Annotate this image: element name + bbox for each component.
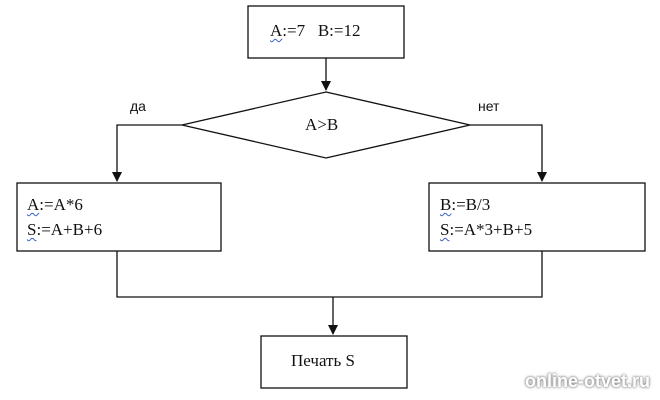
decision-diamond bbox=[181, 91, 471, 159]
right-line1-var: B bbox=[440, 195, 452, 214]
arrow-no-branch bbox=[470, 124, 547, 182]
print-box-text: Печать S bbox=[291, 351, 355, 370]
merge-line bbox=[116, 251, 543, 298]
print-output-box bbox=[260, 335, 408, 389]
start-b-assign: B:=12 bbox=[317, 21, 361, 40]
right-process-box bbox=[428, 182, 646, 252]
start-a-var: A bbox=[270, 21, 283, 40]
arrow-yes-branch bbox=[112, 124, 182, 182]
decision-condition: A>B bbox=[305, 115, 339, 134]
left-process-box bbox=[16, 182, 222, 252]
left-line2-rest: :=A+B+6 bbox=[36, 220, 103, 239]
left-line1-var: A bbox=[27, 195, 40, 214]
right-line2-var: S bbox=[440, 220, 450, 239]
right-line1-rest: :=B/3 bbox=[451, 195, 491, 214]
start-a-assign: :=7 bbox=[282, 21, 306, 40]
yes-branch-label: да bbox=[130, 98, 146, 114]
left-box-line-2: S:=A+B+6 bbox=[27, 219, 102, 240]
left-line1-rest: :=A*6 bbox=[39, 195, 83, 214]
right-box-line-2: S:=A*3+B+5 bbox=[440, 219, 532, 240]
site-watermark: online-otvet.ru bbox=[525, 371, 650, 391]
no-branch-label: нет bbox=[478, 98, 500, 114]
left-line2-var: S bbox=[27, 220, 37, 239]
right-line2-rest: :=A*3+B+5 bbox=[449, 220, 533, 239]
left-box-line-1: A:=A*6 bbox=[27, 194, 83, 215]
start-box-text: A:=7 B:=12 bbox=[270, 20, 361, 41]
start-process-box bbox=[247, 5, 405, 59]
right-box-line-1: B:=B/3 bbox=[440, 194, 490, 215]
